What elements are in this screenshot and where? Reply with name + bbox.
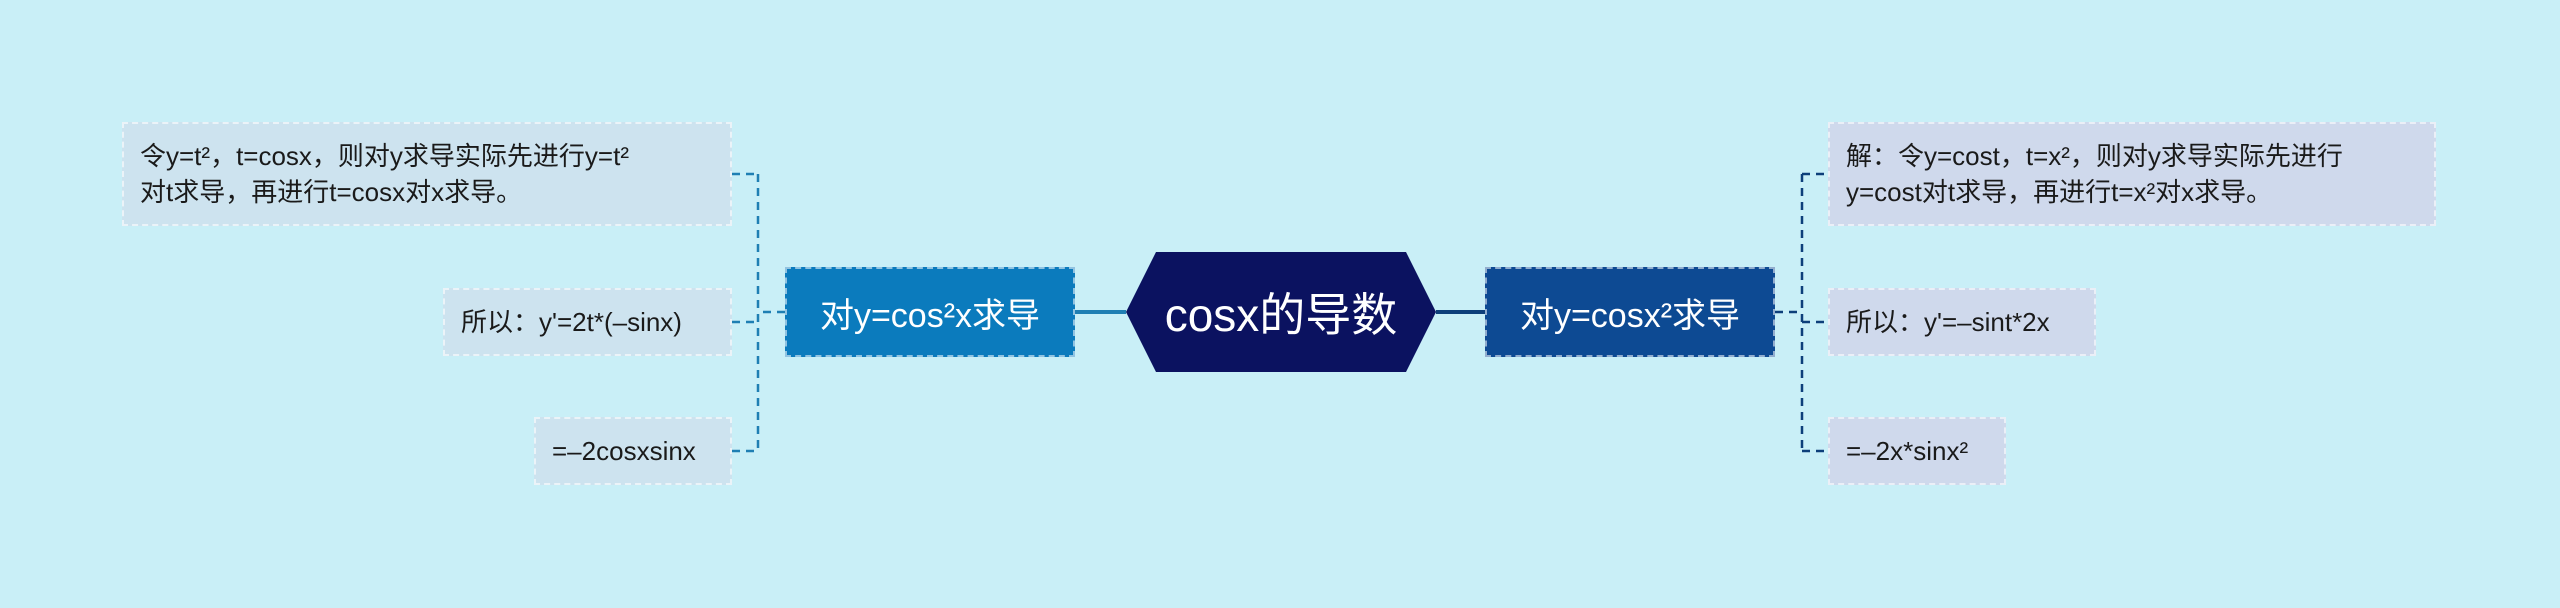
leaf-line: =–2cosxsinx — [552, 436, 696, 466]
leaf-text: 令y=t²，t=cosx，则对y求导实际先进行y=t² 对t求导，再进行t=co… — [140, 138, 629, 210]
leaf-line: 解：令y=cost，t=x²，则对y求导实际先进行 — [1846, 141, 2343, 171]
leaf-left-result[interactable]: 所以：y'=2t*(–sinx) — [443, 288, 732, 356]
leaf-left-simplified[interactable]: =–2cosxsinx — [534, 417, 732, 485]
leaf-right-substitution[interactable]: 解：令y=cost，t=x²，则对y求导实际先进行 y=cost对t求导，再进行… — [1828, 122, 2436, 226]
leaf-right-result[interactable]: 所以：y'=–sint*2x — [1828, 288, 2096, 356]
connector-right-tree — [1775, 172, 1828, 453]
branch-cos-squared-x[interactable]: 对y=cos²x求导 — [785, 267, 1075, 357]
leaf-left-substitution[interactable]: 令y=t²，t=cosx，则对y求导实际先进行y=t² 对t求导，再进行t=co… — [122, 122, 732, 226]
leaf-line: 令y=t²，t=cosx，则对y求导实际先进行y=t² — [140, 141, 629, 171]
leaf-line: y=cost对t求导，再进行t=x²对x求导。 — [1846, 177, 2273, 207]
branch-cos-x-squared[interactable]: 对y=cosx²求导 — [1485, 267, 1775, 357]
leaf-line: =–2x*sinx² — [1846, 436, 1969, 466]
leaf-line: 所以：y'=2t*(–sinx) — [461, 307, 682, 337]
leaf-line: 对t求导，再进行t=cosx对x求导。 — [140, 177, 523, 207]
leaf-line: 所以：y'=–sint*2x — [1846, 307, 2050, 337]
connector-left-tree — [732, 172, 785, 453]
branch-label: 对y=cos²x求导 — [819, 296, 1041, 335]
central-topic[interactable]: cosx的导数 — [1126, 252, 1436, 372]
central-topic-label: cosx的导数 — [1164, 289, 1398, 341]
branch-label: 对y=cosx²求导 — [1519, 296, 1741, 335]
leaf-text: 解：令y=cost，t=x²，则对y求导实际先进行 y=cost对t求导，再进行… — [1846, 138, 2343, 210]
leaf-right-simplified[interactable]: =–2x*sinx² — [1828, 417, 2006, 485]
